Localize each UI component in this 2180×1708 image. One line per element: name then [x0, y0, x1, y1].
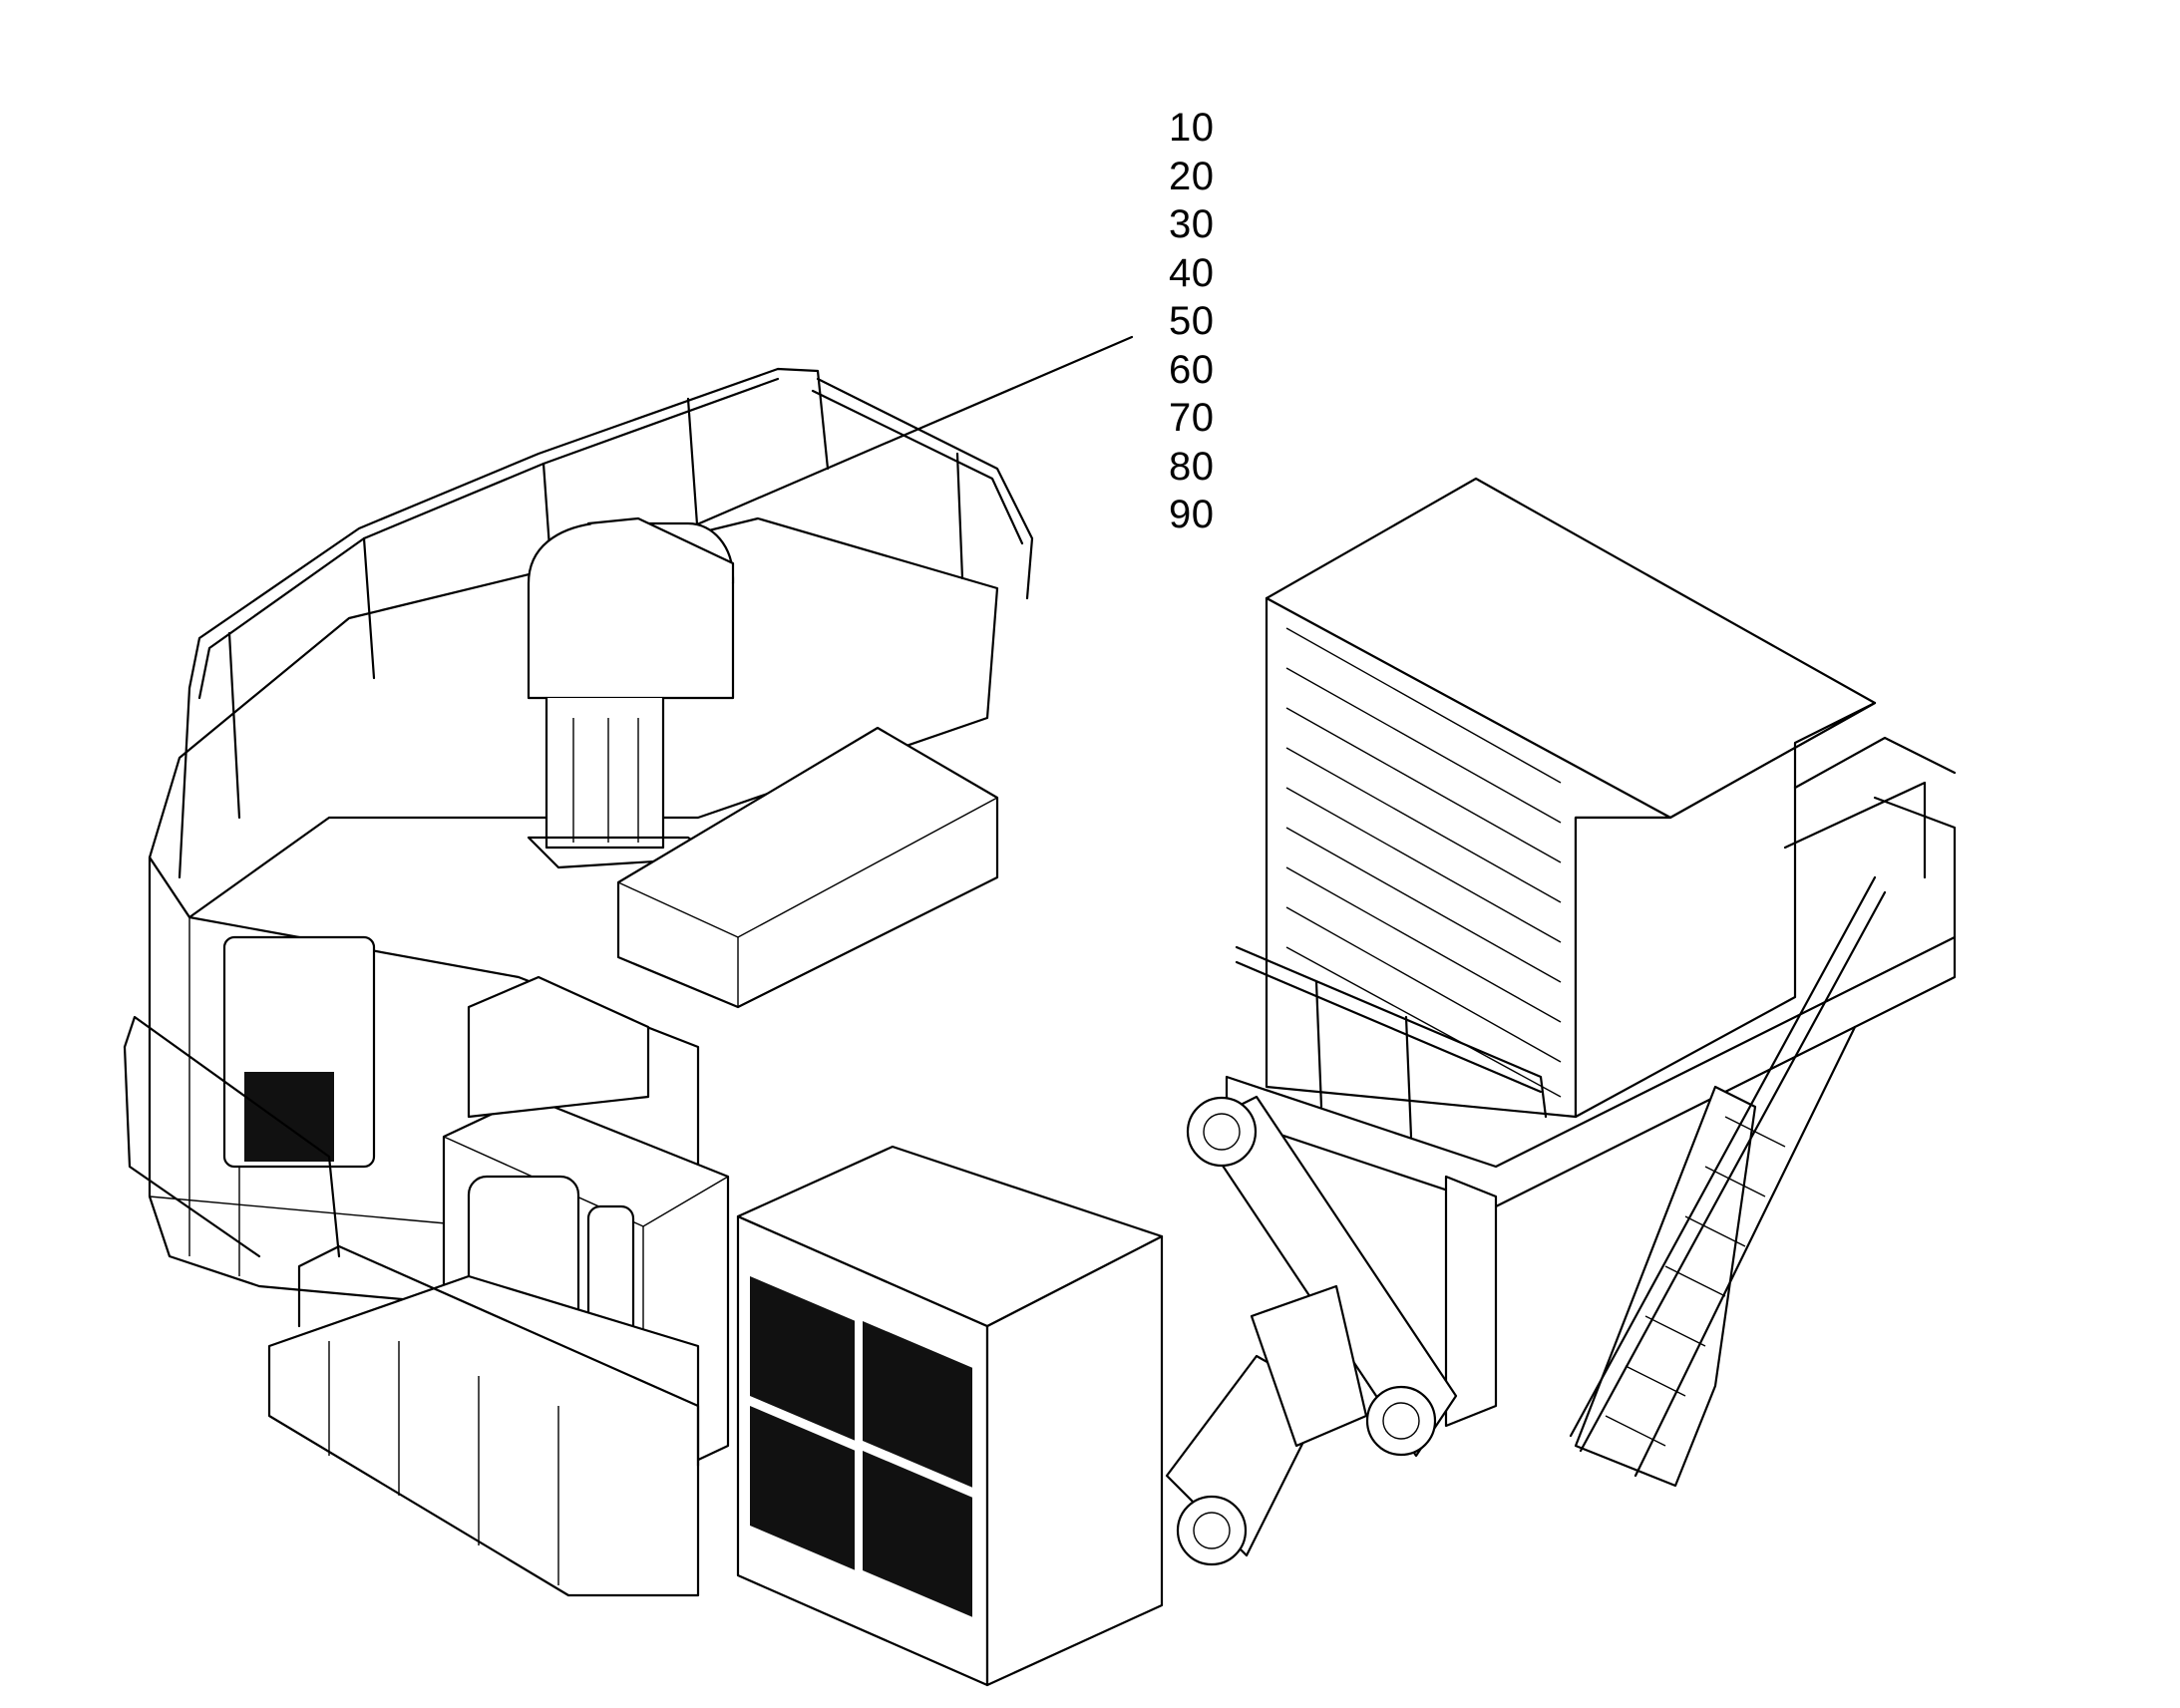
radiator-grille-upper-left [750, 1275, 855, 1441]
callout-number: 70 [1169, 396, 1215, 440]
radiator-grille-upper-right [863, 1320, 972, 1488]
lower-front-platform [123, 1015, 700, 1597]
radiator-grille-lower-left [750, 1405, 855, 1570]
callout-number: 40 [1169, 250, 1215, 295]
operator-cab-housing [1265, 477, 1877, 1119]
radiator-grille-lower-right [863, 1450, 972, 1617]
callout-leader-line [616, 335, 1134, 560]
right-platform [1225, 736, 1957, 1428]
radiator-cabinet [736, 1145, 1164, 1687]
air-filter-housing [527, 516, 735, 869]
callout-number: 90 [1169, 493, 1215, 536]
callout-number-list: 10 20 30 40 50 60 70 80 90 [1169, 104, 1215, 539]
callout-number: 50 [1169, 299, 1215, 343]
callout-number: 10 [1169, 106, 1215, 150]
callout-number: 30 [1169, 202, 1215, 246]
engine-hood [616, 726, 999, 1009]
rear-vent-grille [244, 1072, 334, 1162]
right-handrail [1235, 781, 1927, 1139]
callout-number: 80 [1169, 444, 1215, 489]
access-stairway [1569, 875, 1887, 1488]
upper-handrail [178, 367, 1034, 879]
callout-number: 20 [1169, 154, 1215, 198]
boom-linkage [1165, 1095, 1458, 1566]
callout-number: 60 [1169, 347, 1215, 392]
